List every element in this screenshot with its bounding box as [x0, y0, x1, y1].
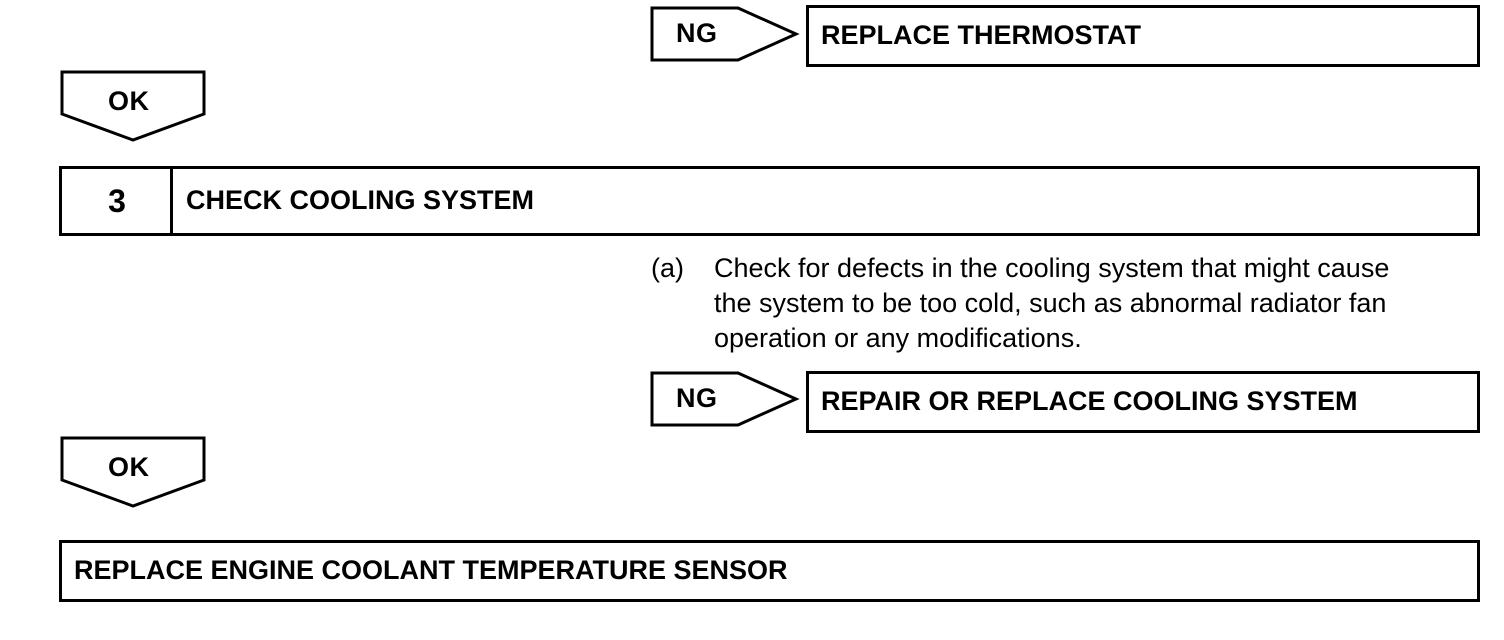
ok-label: OK — [108, 452, 150, 482]
substep-text: Check for defects in the cooling system … — [714, 251, 1494, 356]
ng-label: NG — [676, 383, 718, 413]
ok-label: OK — [108, 86, 150, 116]
ng-label: NG — [676, 18, 718, 48]
substep-line-3: operation or any modifications. — [714, 323, 1082, 353]
substep-line-2: the system to be too cold, such as abnor… — [714, 288, 1387, 318]
repair-cooling-system-text: REPAIR OR REPLACE COOLING SYSTEM — [821, 386, 1358, 416]
replace-thermostat-box: REPLACE THERMOSTAT — [806, 5, 1480, 67]
ng-arrow-icon — [650, 371, 800, 427]
ok-arrow-icon — [60, 70, 206, 142]
step-number: 3 — [108, 183, 126, 219]
ng-arrow-icon — [650, 6, 800, 62]
step-divider — [170, 169, 173, 233]
replace-ect-sensor-text: REPLACE ENGINE COOLANT TEMPERATURE SENSO… — [74, 555, 788, 585]
step-3-header: 3 CHECK COOLING SYSTEM — [59, 166, 1480, 236]
step-title: CHECK COOLING SYSTEM — [186, 185, 535, 215]
substep-line-1: Check for defects in the cooling system … — [714, 253, 1390, 283]
replace-thermostat-text: REPLACE THERMOSTAT — [821, 20, 1141, 50]
repair-cooling-system-box: REPAIR OR REPLACE COOLING SYSTEM — [806, 371, 1480, 433]
replace-ect-sensor-box: REPLACE ENGINE COOLANT TEMPERATURE SENSO… — [59, 540, 1480, 602]
substep-marker: (a) — [651, 253, 684, 283]
ok-arrow-icon — [60, 436, 206, 508]
